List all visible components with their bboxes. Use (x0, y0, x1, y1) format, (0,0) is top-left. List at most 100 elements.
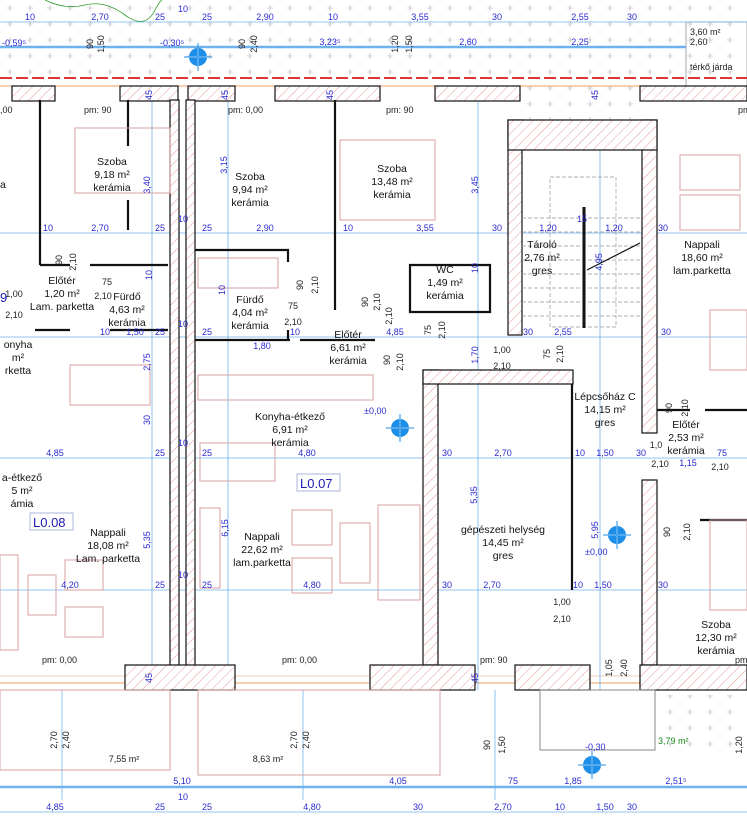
paving-green-area (657, 695, 747, 750)
room-label: gres (532, 265, 552, 277)
dimension-label: 3,15 (219, 156, 229, 174)
dimension-label: 4,20 (61, 580, 79, 590)
opening-dimension: 2,10 (711, 462, 729, 472)
dimension-label: 45 (325, 90, 335, 100)
opening-dimension: 2,40 (249, 35, 259, 53)
room-label: kerámia (697, 645, 735, 657)
green-area-label: 3,79 m² (658, 736, 689, 746)
room-label: 2,53 m² (668, 432, 704, 444)
dimension-label: 5,35 (469, 486, 479, 504)
dimension-label: 30 (627, 802, 637, 812)
dimension-label: 25 (155, 580, 165, 590)
floor-level-label: pm: 0,00 (42, 655, 77, 665)
dimension-label: 2,60 (459, 37, 477, 47)
dimension-label: 3,23⁵ (319, 37, 341, 47)
dimension-label: 1,85 (564, 776, 582, 786)
opening-dimension: 90 (54, 255, 64, 265)
dimension-label: 1,50 (594, 580, 612, 590)
room-label: Szoba (235, 171, 265, 183)
floor-level-label: pm: (738, 105, 747, 115)
interior-walls (35, 100, 747, 590)
dimension-label: 2,55 (554, 327, 572, 337)
room-label: 22,62 m² (241, 544, 283, 556)
dimension-label: 1,50 (596, 802, 614, 812)
room-label: 13,48 m² (371, 176, 413, 188)
opening-dimension: 2,10 (68, 253, 78, 271)
floor-level-label: pm: 90 (386, 105, 414, 115)
opening-dimension: 2,70 (289, 731, 299, 749)
opening-dimension: 90 (85, 39, 95, 49)
dimension-label: 1,50 (126, 327, 144, 337)
elevation-label: -0,30⁵ (160, 38, 185, 48)
opening-dimension: 75 (542, 349, 552, 359)
paving-area (0, 0, 747, 78)
room-label: gres (595, 417, 615, 429)
opening-dimension: 75 (102, 277, 112, 287)
dimension-label: 25 (155, 12, 165, 22)
dimension-label: 2,70 (91, 223, 109, 233)
elevation-label: ±0,00 (364, 406, 386, 416)
room-label: kerámia (108, 317, 146, 329)
opening-dimension: 2,10 (437, 321, 447, 339)
area-label: 3,60 m² (690, 27, 721, 37)
room-label: rketta (5, 365, 31, 377)
opening-dimension: 75 (288, 301, 298, 311)
opening-dimension: 1,00 (553, 597, 571, 607)
opening-dimension: 2,10 (94, 291, 112, 301)
dimension-label: 3,55 (416, 223, 434, 233)
room-label: m² (12, 352, 25, 364)
unit-box-l008 (29, 512, 74, 531)
opening-dimension: 2,10 (310, 276, 320, 294)
opening-dimension: 90 (482, 740, 492, 750)
dimension-label: 2,70 (494, 448, 512, 458)
dimension-lines (0, 21, 747, 813)
unit-label: L0.07 (300, 476, 333, 491)
dimension-label: 10 (343, 223, 353, 233)
vegetation-line (44, 0, 175, 22)
dimension-label: 4,95 (594, 253, 604, 271)
opening-dimension: 90 (662, 527, 672, 537)
opening-dimension: 1,20 (390, 35, 400, 53)
dimension-label: 25 (202, 448, 212, 458)
dimension-label: 1,20 (539, 223, 557, 233)
dimension-label: 10 (217, 285, 227, 295)
dimension-label: 4,05 (389, 776, 407, 786)
dimension-label: 2,70 (494, 802, 512, 812)
dimension-label: 30 (636, 448, 646, 458)
unit-label: L0.08 (33, 515, 66, 530)
room-label: kerámia (329, 355, 367, 367)
dimension-label: 30 (413, 802, 423, 812)
room-label: Előtér (48, 275, 76, 287)
dimension-label: 10 (25, 12, 35, 22)
dimension-label: 10 (573, 580, 583, 590)
dimension-label: 45 (220, 90, 230, 100)
floor-level-label: pm: 0,00 (228, 105, 263, 115)
dimension-label: 1,15 (679, 458, 697, 468)
room-label: kerámia (373, 189, 411, 201)
dimension-label: 45 (470, 673, 480, 683)
dimension-label: 25 (202, 12, 212, 22)
opening-dimension: 2,10 (395, 353, 405, 371)
dimension-label: 10 (328, 12, 338, 22)
room-label: 9,18 m² (94, 169, 130, 181)
dimension-label: 5,35 (142, 531, 152, 549)
dimension-label: 4,85 (386, 327, 404, 337)
floor-level-label: ,00 (0, 105, 13, 115)
unit-box-l007 (296, 473, 341, 492)
opening-dimension: 90 (664, 403, 674, 413)
dimension-label: 75 (717, 448, 727, 458)
dimension-label: 10 (178, 792, 188, 802)
dimension-label: 30 (142, 415, 152, 425)
room-label: kerámia (667, 445, 705, 457)
dimension-label: 3,55 (411, 12, 429, 22)
room-label: Szoba (377, 163, 407, 175)
room-label: kerámia (231, 320, 269, 332)
dimension-label: 45 (144, 673, 154, 683)
dimension-label: 2,55 (571, 12, 589, 22)
opening-dimension: 2,10 (680, 399, 690, 417)
terrace-area: 7,55 m² (109, 754, 140, 764)
dimension-label: 10 (290, 327, 300, 337)
dimension-label: 30 (658, 580, 668, 590)
dimension-label: 30 (658, 223, 668, 233)
